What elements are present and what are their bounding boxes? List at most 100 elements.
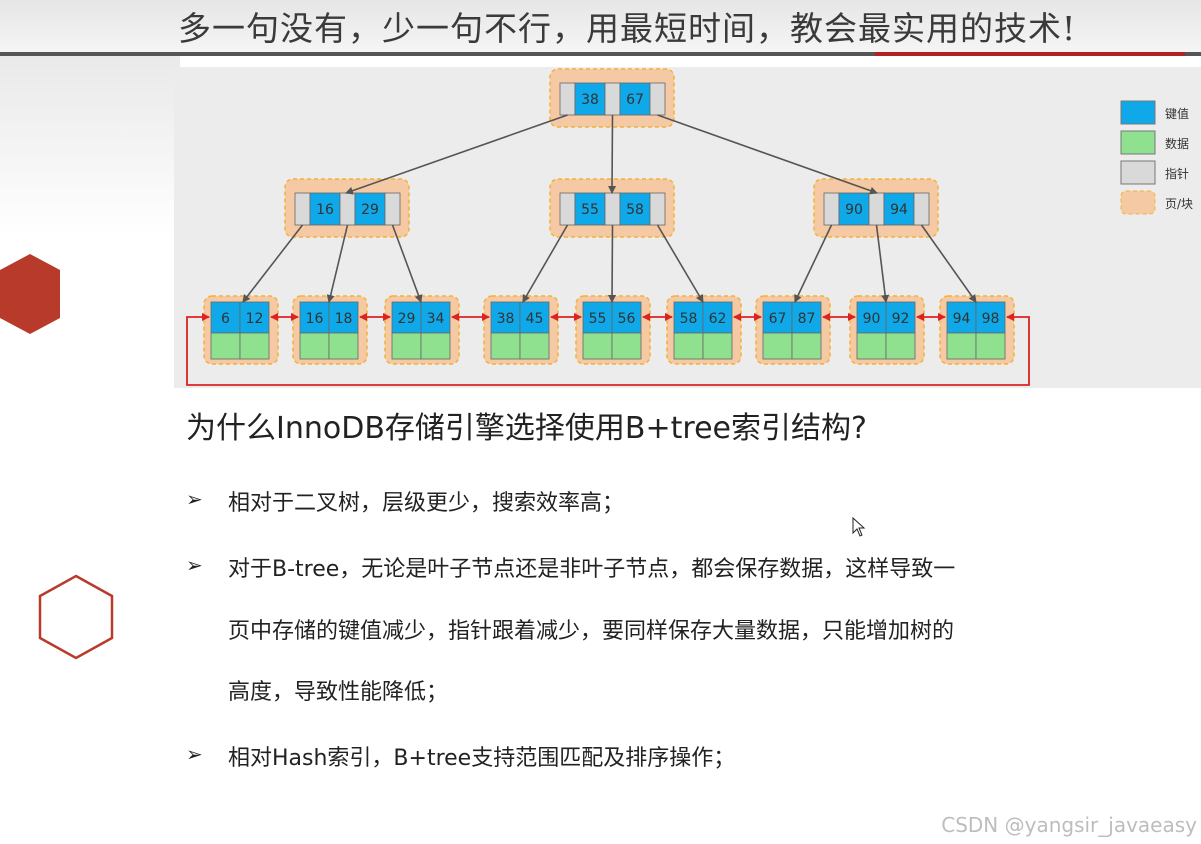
pointer-arrow — [875, 224, 890, 303]
header-divider-end — [1185, 52, 1201, 56]
key-label: 94 — [953, 311, 971, 327]
legend-label: 指针 — [1165, 166, 1189, 181]
key-cell — [309, 192, 341, 226]
data-cell — [582, 332, 613, 360]
pointer-arrow — [656, 224, 704, 303]
pointer-cell — [604, 82, 621, 116]
data-cell — [490, 332, 521, 360]
key-cell — [354, 192, 386, 226]
key-label: 87 — [798, 311, 816, 327]
key-label: 12 — [246, 311, 264, 327]
data-cell — [702, 332, 733, 360]
watermark: CSDN @yangsir_javaeasy — [941, 813, 1197, 837]
key-label: 94 — [890, 202, 908, 218]
data-cell — [210, 332, 241, 360]
data-cell — [946, 332, 977, 360]
pointer-cell — [559, 82, 576, 116]
pointer-cell — [604, 192, 621, 226]
pointer-arrow — [608, 224, 617, 303]
key-label: 29 — [361, 202, 379, 218]
pointer-arrow — [522, 224, 569, 303]
legend-swatch — [1120, 190, 1156, 215]
bullet-text: 相对于二叉树，层级更少，搜索效率高； — [228, 491, 625, 516]
pointer-cell — [559, 192, 576, 226]
pointer-arrow — [391, 224, 423, 303]
data-cell — [856, 332, 887, 360]
key-label: 90 — [845, 202, 863, 218]
hexagon-decoration-outline — [38, 574, 114, 660]
bullet-text: 相对Hash索引，B+tree支持范围匹配及排序操作； — [228, 746, 736, 771]
data-cell — [519, 332, 550, 360]
key-label: 6 — [221, 311, 230, 327]
data-cell — [885, 332, 916, 360]
key-label: 55 — [581, 202, 599, 218]
pointer-cell — [384, 192, 401, 226]
key-label: 58 — [626, 202, 644, 218]
header-divider — [0, 52, 875, 56]
hexagon-decoration-solid — [0, 254, 60, 334]
key-cell — [619, 192, 651, 226]
key-label: 98 — [982, 311, 1000, 327]
key-label: 92 — [892, 311, 910, 327]
pointer-cell — [339, 192, 356, 226]
pointer-cell — [294, 192, 311, 226]
key-label: 16 — [316, 202, 334, 218]
data-cell — [328, 332, 359, 360]
pointer-arrow — [242, 224, 304, 303]
leaf-node: 29 34 — [384, 295, 460, 365]
data-cell — [420, 332, 451, 360]
mouse-cursor-icon — [852, 517, 866, 537]
leaf-node: 55 56 — [575, 295, 651, 365]
key-label: 29 — [398, 311, 416, 327]
key-label: 67 — [626, 92, 644, 108]
key-label: 58 — [680, 311, 698, 327]
key-label: 62 — [709, 311, 727, 327]
data-cell — [762, 332, 793, 360]
key-cell — [619, 82, 651, 116]
key-label: 55 — [589, 311, 607, 327]
key-label: 56 — [618, 311, 636, 327]
pointer-arrow — [345, 114, 568, 195]
pointer-arrow — [608, 114, 617, 194]
legend-label: 数据 — [1165, 136, 1189, 151]
leaf-node: 6 12 — [203, 295, 279, 365]
pointer-cell — [823, 192, 840, 226]
bullet-arrow-icon: ➢ — [186, 742, 203, 766]
pointer-cell — [868, 192, 885, 226]
pointer-cell — [649, 82, 666, 116]
pointer-arrow — [657, 114, 878, 195]
key-label: 34 — [427, 311, 445, 327]
bullet-text-continued: 高度，导致性能降低； — [228, 680, 449, 705]
legend-swatch — [1120, 100, 1156, 125]
key-cell — [574, 192, 606, 226]
data-cell — [391, 332, 422, 360]
root-node: 38 67 — [549, 68, 675, 128]
bullet-arrow-icon: ➢ — [186, 553, 203, 577]
header-accent-divider — [875, 52, 1185, 56]
bullet-text-continued: 页中存储的键值减少，指针跟着减少，要同样保存大量数据，只能增加树的 — [228, 619, 955, 644]
legend-label: 键值 — [1165, 106, 1189, 121]
leaf-node: 58 62 — [666, 295, 742, 365]
data-cell — [299, 332, 330, 360]
internal-node: 55 58 — [549, 178, 675, 238]
legend-swatch — [1120, 130, 1156, 155]
pointer-arrow — [794, 224, 833, 303]
pointer-arrow — [920, 224, 977, 303]
internal-node: 90 94 — [813, 178, 939, 238]
key-label: 38 — [497, 311, 515, 327]
key-label: 38 — [581, 92, 599, 108]
pointer-cell — [913, 192, 930, 226]
pointer-arrow — [326, 224, 349, 303]
slogan: 多一句没有，少一句不行，用最短时间，教会最实用的技术! — [178, 9, 1077, 48]
bullet-arrow-icon: ➢ — [186, 487, 203, 511]
legend-swatch — [1120, 160, 1156, 185]
pointer-cell — [649, 192, 666, 226]
leaf-node: 94 98 — [939, 295, 1015, 365]
